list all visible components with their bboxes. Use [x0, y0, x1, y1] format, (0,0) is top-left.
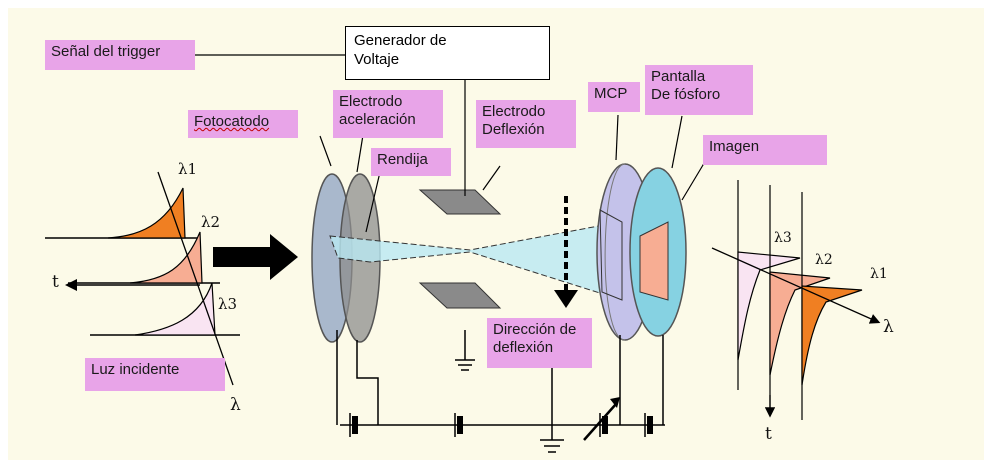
- deflection-direction-label: Dirección de deflexión: [487, 318, 592, 368]
- t-left: t: [52, 272, 59, 292]
- pulse-lambda1: [107, 187, 186, 239]
- lambda-axis-right: [711, 247, 881, 324]
- lambda-right: λ: [883, 317, 894, 337]
- accel-line2: aceleración: [339, 111, 416, 128]
- deflect-electrode-line2: Deflexión: [482, 121, 545, 138]
- deflection-electrode-label: Electrodo Deflexión: [476, 100, 576, 148]
- incident-light-label: Luz incidente: [85, 358, 225, 391]
- incident-arrow: [213, 234, 298, 280]
- pulse-lambda3: [134, 282, 216, 336]
- out-pulse-lambda3: [737, 251, 801, 361]
- pulse-lambda2: [129, 231, 203, 284]
- lambda1-right: λ1: [870, 266, 888, 282]
- generator-line1: Generador de: [354, 32, 447, 49]
- generator-line2: Voltaje: [354, 51, 400, 68]
- screen-line2: De fósforo: [651, 86, 721, 103]
- deflect-electrode-line1: Electrodo: [482, 103, 546, 120]
- lambda-axis-left: [157, 171, 234, 386]
- voltage-generator-box: Generador de Voltaje: [345, 26, 550, 80]
- lambda1-left: λ1: [178, 160, 198, 178]
- incident-pulses: [45, 171, 240, 386]
- slit-label: Rendija: [371, 148, 451, 176]
- circuit: [336, 330, 665, 453]
- lambda3-right: λ3: [774, 230, 792, 246]
- image-label: Imagen: [703, 135, 827, 165]
- lambda-left: λ: [230, 395, 241, 415]
- t-right: t: [765, 424, 772, 444]
- out-pulse-lambda2: [769, 271, 831, 376]
- mcp-rim: [604, 163, 626, 341]
- accel-line1: Electrodo: [339, 93, 403, 110]
- mcp-label: MCP: [588, 82, 640, 112]
- out-pulse-lambda1: [801, 285, 863, 386]
- photocathode-label: Fotocatodo: [188, 110, 298, 138]
- deflection-plate-bottom: [418, 282, 502, 309]
- lambda2-left: λ2: [201, 213, 221, 231]
- mcp-image-quad: [599, 209, 623, 301]
- phosphor-image: [639, 221, 669, 301]
- screen-line1: Pantalla: [651, 68, 706, 85]
- lambda2-right: λ2: [815, 252, 833, 268]
- deflection-plate-top: [418, 189, 502, 215]
- phosphor-screen-label: Pantalla De fósforo: [645, 65, 753, 115]
- output-pulses: [711, 180, 881, 420]
- deflect-dir-line1: Dirección de: [493, 321, 577, 338]
- trigger-signal-label: Señal del trigger: [45, 40, 195, 70]
- pointer-lines: [195, 54, 707, 233]
- accel-electrode-label: Electrodo aceleración: [333, 90, 443, 138]
- deflect-dir-line2: deflexión: [493, 339, 554, 356]
- lambda3-left: λ3: [218, 295, 238, 313]
